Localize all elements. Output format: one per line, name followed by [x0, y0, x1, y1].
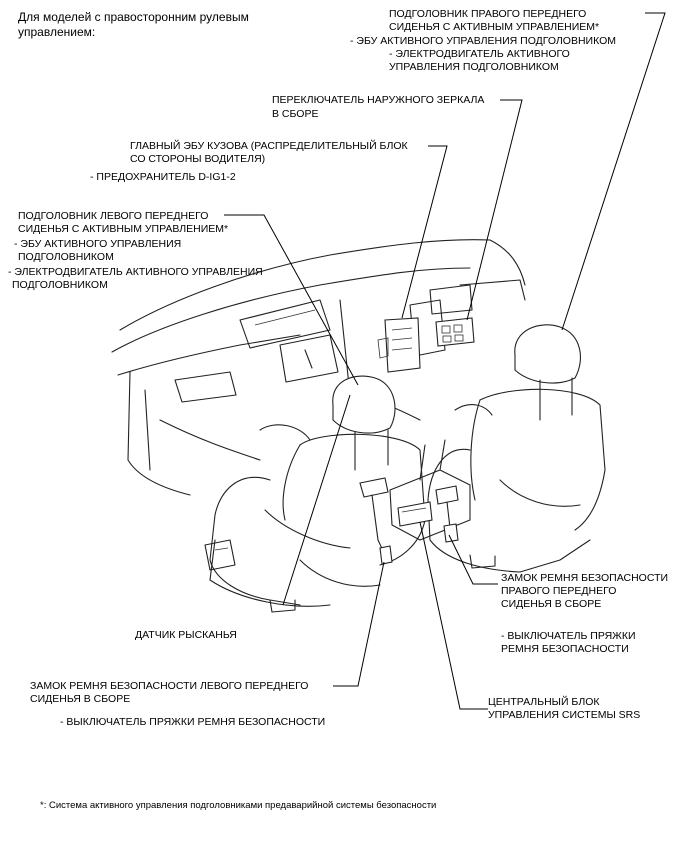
- right-buckle-sub-1b: РЕМНЯ БЕЗОПАСНОСТИ: [501, 643, 629, 655]
- left-headrest-sub-1b: ПОДГОЛОВНИКОМ: [18, 251, 114, 263]
- right-buckle-component: [435, 485, 459, 543]
- left-seat: [204, 375, 426, 613]
- body-ecu-title-2: СО СТОРОНЫ ВОДИТЕЛЯ): [130, 153, 266, 165]
- left-buckle-title-1: ЗАМОК РЕМНЯ БЕЗОПАСНОСТИ ЛЕВОГО ПЕРЕДНЕГ…: [30, 680, 309, 692]
- right-seat: [427, 324, 606, 573]
- mirror-switch-title-1: ПЕРЕКЛЮЧАТЕЛЬ НАРУЖНОГО ЗЕРКАЛА: [272, 94, 485, 106]
- right-buckle-title-2: ПРАВОГО ПЕРЕДНЕГО: [501, 585, 617, 597]
- ecu-component: [377, 317, 421, 373]
- right-headrest-sub-2b: УПРАВЛЕНИЯ ПОДГОЛОВНИКОМ: [389, 61, 559, 73]
- right-headrest-sub-1: - ЭБУ АКТИВНОГО УПРАВЛЕНИЯ ПОДГОЛОВНИКОМ: [350, 35, 616, 47]
- left-headrest-sub-2b: ПОДГОЛОВНИКОМ: [12, 279, 108, 291]
- mirror-switch-component: [435, 317, 475, 347]
- right-buckle-title-1: ЗАМОК РЕМНЯ БЕЗОПАСНОСТИ: [501, 572, 669, 584]
- left-buckle-component: [359, 477, 393, 565]
- body-ecu-sub-1: - ПРЕДОХРАНИТЕЛЬ D-IG1-2: [90, 171, 236, 183]
- yaw-sensor-title: ДАТЧИК РЫСКАНЬЯ: [135, 629, 237, 641]
- right-headrest-title-2: СИДЕНЬЯ С АКТИВНЫМ УПРАВЛЕНИЕМ*: [389, 21, 600, 33]
- srs-unit-title-1: ЦЕНТРАЛЬНЫЙ БЛОК: [488, 696, 600, 708]
- right-buckle-title-3: СИДЕНЬЯ В СБОРЕ: [501, 598, 602, 610]
- footnote: *: Система активного управления подголов…: [40, 800, 437, 811]
- body-ecu-title-1: ГЛАВНЫЙ ЭБУ КУЗОВА (РАСПРЕДЕЛИТЕЛЬНЫЙ БЛ…: [130, 140, 408, 152]
- right-headrest-title-1: ПОДГОЛОВНИК ПРАВОГО ПЕРЕДНЕГО: [389, 8, 587, 20]
- center-console: [389, 439, 471, 541]
- leader-lines: [224, 12, 666, 710]
- left-buckle-title-2: СИДЕНЬЯ В СБОРЕ: [30, 693, 131, 705]
- header-line-2: управлением:: [18, 25, 96, 39]
- mirror-switch-title-2: В СБОРЕ: [272, 108, 319, 120]
- left-headrest-sub-1a: - ЭБУ АКТИВНОГО УПРАВЛЕНИЯ: [14, 238, 182, 250]
- left-headrest-title-2: СИДЕНЬЯ С АКТИВНЫМ УПРАВЛЕНИЕМ*: [18, 223, 229, 235]
- left-headrest-title-1: ПОДГОЛОВНИК ЛЕВОГО ПЕРЕДНЕГО: [18, 210, 209, 222]
- right-buckle-sub-1a: - ВЫКЛЮЧАТЕЛЬ ПРЯЖКИ: [501, 630, 636, 642]
- dashboard-outline: [111, 239, 526, 496]
- right-headrest-sub-2a: - ЭЛЕКТРОДВИГАТЕЛЬ АКТИВНОГО: [389, 48, 570, 60]
- left-headrest-sub-2a: - ЭЛЕКТРОДВИГАТЕЛЬ АКТИВНОГО УПРАВЛЕНИЯ: [8, 266, 263, 278]
- left-buckle-sub-1: - ВЫКЛЮЧАТЕЛЬ ПРЯЖКИ РЕМНЯ БЕЗОПАСНОСТИ: [60, 716, 326, 728]
- header-line-1: Для моделей с правосторонним рулевым: [18, 10, 249, 24]
- srs-unit-title-2: УПРАВЛЕНИЯ СИСТЕМЫ SRS: [488, 709, 641, 721]
